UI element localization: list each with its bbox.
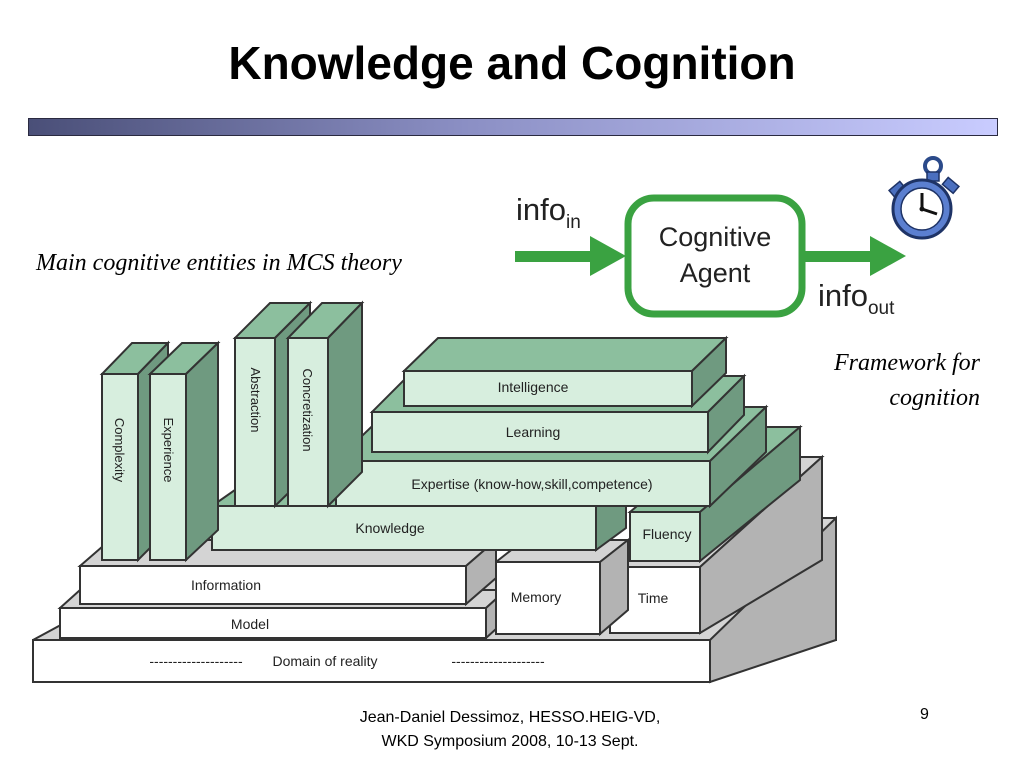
caption-framework-line1: Framework for	[834, 350, 980, 376]
slide-title: Knowledge and Cognition	[228, 37, 796, 89]
agent-label-line2: Agent	[680, 258, 751, 288]
knowledge-blocks: -------------------- Domain of reality -…	[32, 300, 837, 684]
intelligence-label: Intelligence	[498, 379, 569, 395]
cognitive-agent-box	[624, 194, 806, 318]
learning-label: Learning	[506, 424, 561, 440]
info-in-main: info	[516, 192, 566, 227]
footer-credit: Jean-Daniel Dessimoz, HESSO.HEIG-VD, WKD…	[300, 706, 720, 754]
page-number: 9	[920, 706, 929, 723]
footer-line1: Jean-Daniel Dessimoz, HESSO.HEIG-VD,	[359, 709, 661, 726]
memory-label: Memory	[511, 589, 562, 605]
agent-label-line1: Cognitive	[659, 222, 772, 252]
expertise-label: Expertise (know-how,skill,competence)	[411, 476, 652, 492]
caption-framework: Framework for cognition	[780, 346, 980, 416]
footer-line2: WKD Symposium 2008, 10-13 Sept.	[381, 733, 639, 750]
cognitive-agent-section: infoin Cognitive Agent infoout	[515, 156, 960, 319]
model-label: Model	[231, 616, 269, 632]
concretization-label: Concretization	[300, 368, 315, 451]
time-label: Time	[638, 590, 669, 606]
caption-main-entities: Main cognitive entities in MCS theory	[36, 250, 402, 276]
fluency-label: Fluency	[642, 526, 691, 542]
domain-of-reality-label: Domain of reality	[272, 653, 377, 669]
abstraction-label: Abstraction	[248, 367, 263, 432]
domain-dashes-right: --------------------	[451, 653, 545, 669]
experience-label: Experience	[161, 417, 176, 482]
domain-dashes-left: --------------------	[149, 653, 243, 669]
caption-framework-line2: cognition	[889, 385, 980, 411]
stopwatch-icon	[888, 156, 960, 240]
title-divider-bar	[28, 118, 998, 136]
info-out-label: infoout	[818, 278, 895, 319]
block-intelligence: Intelligence	[401, 335, 729, 409]
block-concretization: Concretization	[285, 300, 365, 509]
info-in-subscript: in	[566, 212, 581, 233]
input-arrow	[515, 236, 626, 276]
knowledge-label: Knowledge	[355, 520, 424, 536]
complexity-label: Complexity	[112, 418, 127, 483]
info-out-subscript: out	[868, 298, 895, 319]
block-experience: Experience	[147, 340, 221, 563]
output-arrow	[802, 236, 906, 276]
info-in-label: infoin	[516, 192, 581, 233]
block-memory: Memory	[493, 537, 631, 637]
info-out-main: info	[818, 278, 868, 313]
information-label: Information	[191, 577, 261, 593]
